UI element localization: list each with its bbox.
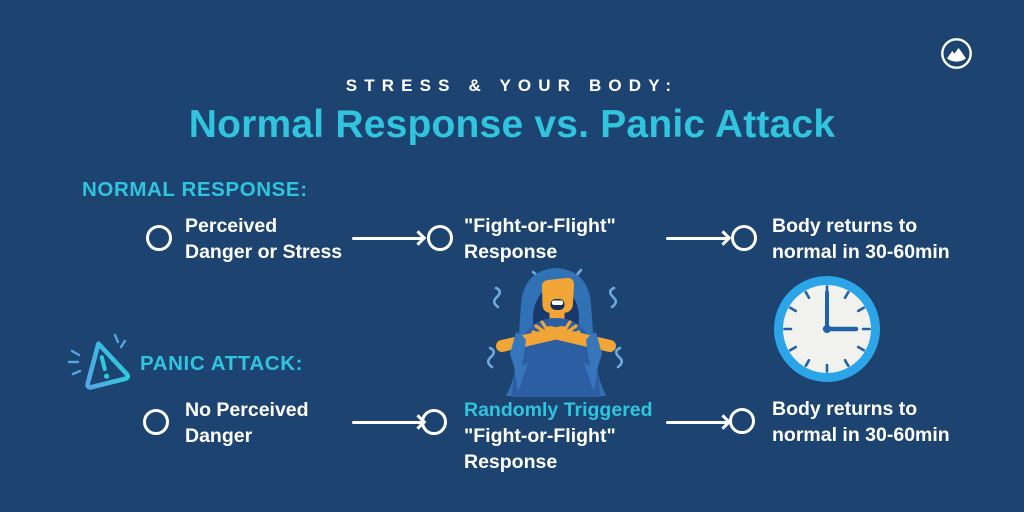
brand-logo [940,37,973,70]
warning-triangle-icon [66,330,138,394]
step-text: "Fight-or-Flight" Response [464,213,616,265]
step-node [729,408,755,434]
step-node [143,409,169,435]
step-node [146,225,172,251]
spread-hands [531,320,581,341]
step-node [421,409,447,435]
kicker-text: STRESS & YOUR BODY: [345,76,679,95]
normal-response-label: NORMAL RESPONSE: [82,178,308,201]
hair-strands [510,332,602,392]
step-text: Body returns to normal in 30-60min [772,396,950,448]
step-line: Perceived [185,215,278,237]
arrow-head-icon [715,230,732,246]
flow-arrow [666,414,732,430]
step-text: Perceived Danger or Stress [185,213,342,265]
clock-icon [774,276,880,382]
flow-arrow [666,230,732,246]
step-line-highlight: Randomly Triggered [464,399,653,421]
step-line: normal in 30-60min [772,424,950,446]
step-node [731,225,757,251]
step-line: "Fight-or-Flight" [464,425,616,447]
step-node [427,225,453,251]
step-line: "Fight-or-Flight" [464,215,616,237]
step-text: Body returns to normal in 30-60min [772,213,950,265]
clock-illustration [773,275,881,383]
step-line: Body returns to [772,215,918,237]
clock-ticks [783,285,871,373]
crossed-arms [496,326,616,352]
step-line: Response [464,451,558,473]
arrow-head-icon [410,230,427,246]
panic-attack-label: PANIC ATTACK: [140,352,304,375]
mountain-logo-icon [941,38,972,69]
step-line: Body returns to [772,398,918,420]
step-text: Randomly Triggered "Fight-or-Flight" Res… [464,397,653,475]
panic-person-illustration [486,262,626,400]
flow-arrow [352,230,427,246]
step-line: Response [464,241,558,263]
step-line: Danger [185,425,253,447]
panic-person-icon [486,268,624,397]
warning-sparkle-dashes [67,333,127,376]
flow-arrow [352,414,427,430]
step-text: No Perceived Danger [185,397,309,449]
page-title: Normal Response vs. Panic Attack [188,103,836,146]
step-line: No Perceived [185,399,309,421]
tremble-squiggles [486,268,624,369]
step-line: normal in 30-60min [772,241,950,263]
step-line: Danger or Stress [185,241,343,263]
